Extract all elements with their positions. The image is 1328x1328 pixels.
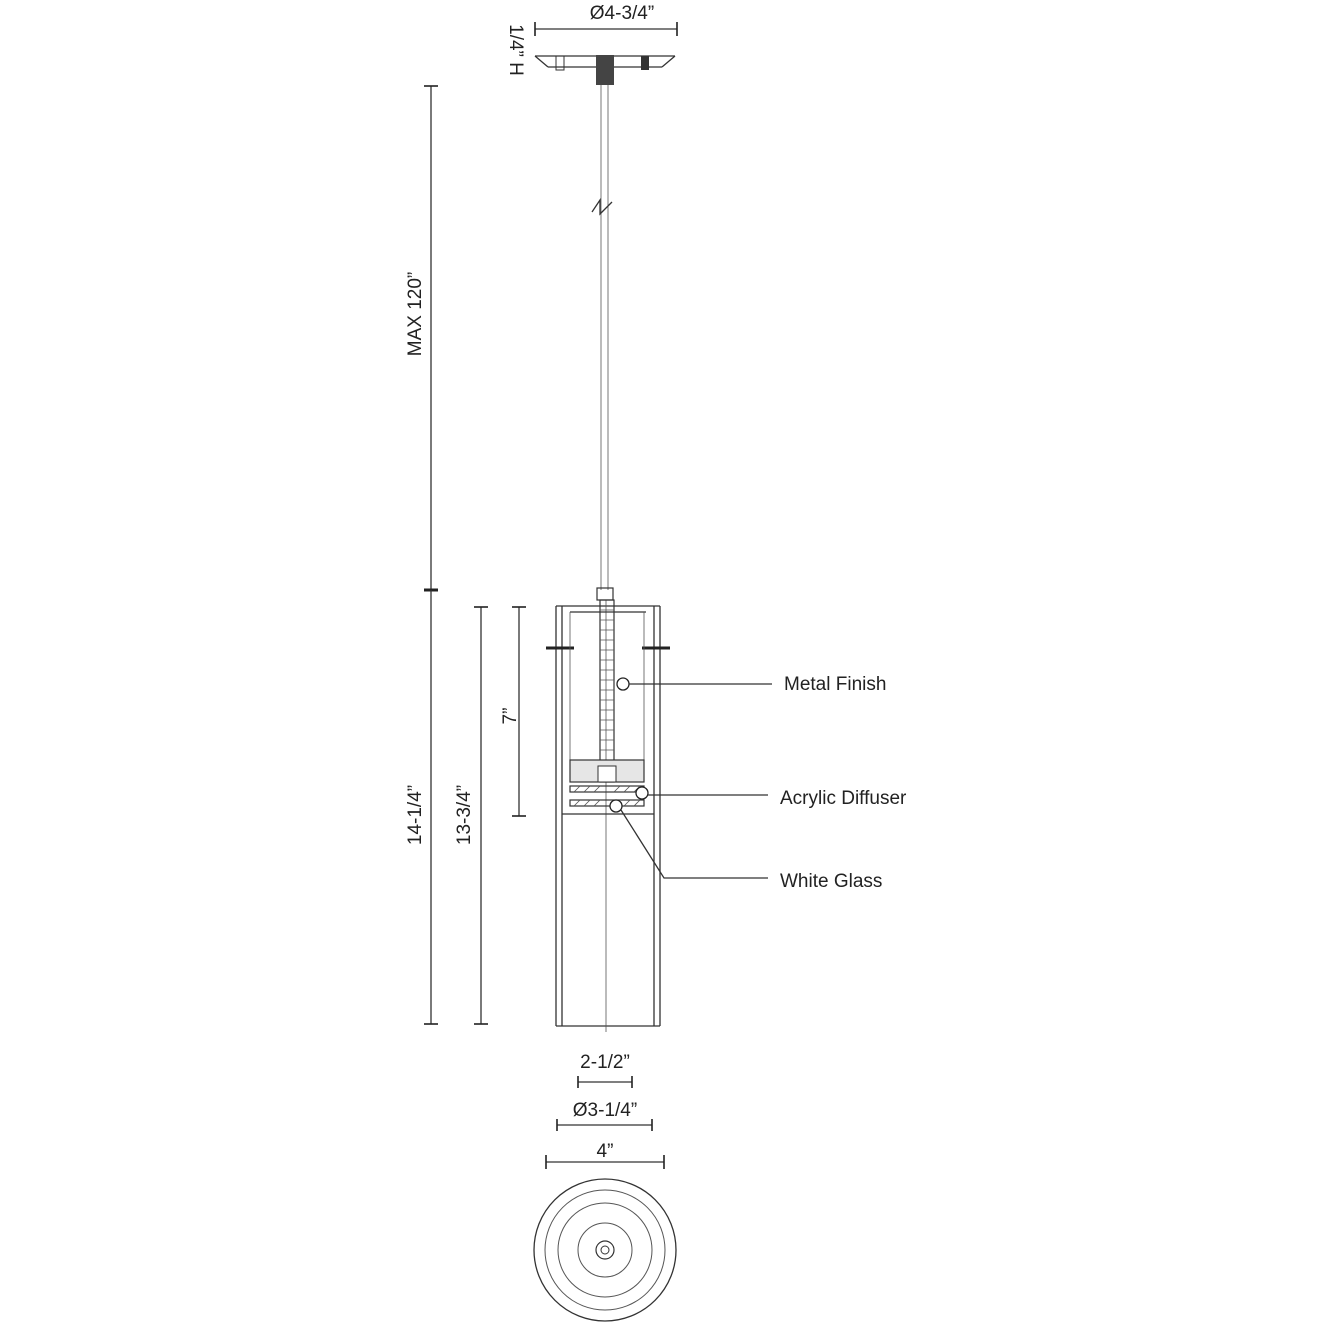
canopy-center-mount [596, 55, 614, 85]
canopy-height-label: 1/4” H [505, 24, 526, 76]
max-length-dimension: MAX 120” [405, 85, 438, 592]
shade-diameter-dimension: Ø3-1/4” [556, 1100, 653, 1131]
led-module [597, 765, 617, 783]
callout-metal-finish: Metal Finish [616, 674, 886, 695]
shade-height-label: 13-3/4” [454, 785, 475, 845]
acrylic-diffuser-part [569, 785, 645, 793]
callout-acrylic-diffuser: Acrylic Diffuser [635, 786, 907, 809]
suspension-cable [591, 85, 614, 601]
canopy-screw-right [641, 56, 649, 70]
break-symbol [591, 197, 613, 216]
threaded-rod [599, 599, 615, 783]
inner-width-label: 2-1/2” [580, 1052, 630, 1073]
cable-gripper [596, 587, 614, 601]
overall-height-label: 14-1/4” [405, 785, 426, 845]
shade-body [546, 599, 670, 1032]
inner-width-dimension: 2-1/2” [577, 1052, 633, 1088]
outer-width-dimension: 4” [545, 1141, 665, 1169]
callout-label-metal-finish: Metal Finish [784, 674, 886, 695]
bottom-view [533, 1178, 677, 1322]
inner-height-label: 7” [500, 708, 521, 725]
canopy-screw-left [555, 55, 565, 71]
max-length-label: MAX 120” [405, 272, 426, 356]
callout-label-white-glass: White Glass [780, 871, 882, 892]
callout-white-glass: White Glass [609, 799, 882, 892]
outer-width-label: 4” [597, 1141, 614, 1162]
white-glass-part [569, 799, 645, 807]
canopy-diameter-label: Ø4-3/4” [590, 3, 654, 24]
canopy-diameter-dimension: Ø4-3/4” [534, 3, 678, 36]
inner-height-dimension: 7” [500, 606, 526, 817]
shade-height-dimension: 13-3/4” [454, 606, 488, 1025]
canopy [534, 55, 676, 85]
overall-height-dimension: 14-1/4” [405, 590, 438, 1025]
callout-label-acrylic-diffuser: Acrylic Diffuser [780, 788, 907, 809]
shade-diameter-label: Ø3-1/4” [573, 1100, 637, 1121]
